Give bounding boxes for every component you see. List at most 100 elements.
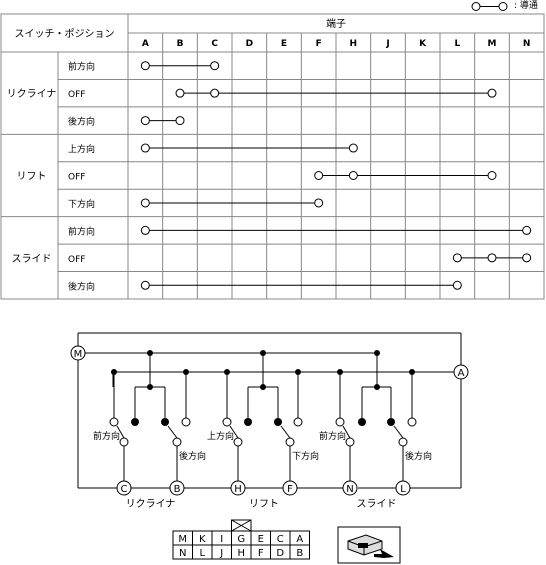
closed-contact xyxy=(131,418,139,426)
conduction-node-L xyxy=(452,280,462,290)
connector-pin-D: D xyxy=(276,548,284,559)
legend: : 導通 xyxy=(470,0,546,13)
connector-pin-B: B xyxy=(296,548,303,559)
connector-view-icon xyxy=(337,526,401,564)
terminal-H xyxy=(230,480,246,496)
switch-label-back: 後方向 xyxy=(179,450,206,462)
conduction-node-C xyxy=(210,61,220,71)
terminal-L xyxy=(395,480,411,496)
switch-blade xyxy=(229,425,239,439)
connector-pin-G: G xyxy=(237,534,245,545)
group-label: リクライナ xyxy=(7,88,57,100)
position-label: 上方向 xyxy=(68,143,95,155)
group-label: リクライナ xyxy=(126,498,176,510)
group-label: スライド xyxy=(12,253,52,265)
switch-blade xyxy=(342,425,351,439)
terminal-header-C: C xyxy=(211,39,218,49)
terminal-header-K: K xyxy=(419,39,427,49)
conduction-node-F xyxy=(314,171,324,180)
terminal-header-L: L xyxy=(454,39,460,49)
conduction-node-B xyxy=(175,116,185,126)
connector-pin-I: I xyxy=(220,534,223,545)
conduction-node-L xyxy=(452,253,462,263)
connector-pin-K: K xyxy=(199,534,206,545)
terminal-header-F: F xyxy=(316,39,322,49)
switch-label-front: 前方向 xyxy=(319,430,346,442)
conduction-node-C xyxy=(210,88,220,98)
legend-label: : 導通 xyxy=(514,1,538,11)
terminal-header-E: E xyxy=(281,39,287,49)
terminal-header-B: B xyxy=(177,39,184,49)
switch-label-back: 後方向 xyxy=(405,450,432,462)
connector-pin-C: C xyxy=(277,534,284,545)
junction-dot xyxy=(337,369,343,375)
closed-contact xyxy=(244,418,252,426)
terminal-N-label: N xyxy=(346,484,353,495)
terminal-F xyxy=(282,480,298,496)
switch-blade xyxy=(116,425,125,439)
conduction-node-A xyxy=(140,61,150,71)
terminal-H-label: H xyxy=(234,484,242,495)
switch-label-front: 前方向 xyxy=(93,430,120,442)
conduction-node-A xyxy=(140,198,150,208)
position-label: 下方向 xyxy=(68,198,95,210)
terminal-N xyxy=(342,480,358,496)
conduction-node-M xyxy=(487,88,497,98)
group-label: リフト xyxy=(17,172,47,183)
icon-connector-face xyxy=(358,543,368,548)
position-label: OFF xyxy=(68,173,85,183)
connector-pin-M: M xyxy=(178,534,187,545)
header-terminal: 端子 xyxy=(326,17,346,30)
terminal-F-label: F xyxy=(287,484,293,495)
terminal-B-label: B xyxy=(174,484,181,495)
terminal-header-N: N xyxy=(523,39,531,49)
conduction-node-A xyxy=(140,116,150,126)
switch-blade xyxy=(280,425,291,439)
junction-dot xyxy=(374,350,380,356)
closed-contact xyxy=(387,418,395,426)
conduction-node-H xyxy=(348,143,358,153)
closed-contact xyxy=(274,418,282,426)
conduction-node-A xyxy=(140,280,150,290)
open-contact xyxy=(335,417,345,427)
junction-dot xyxy=(260,350,266,356)
junction-dot xyxy=(183,369,189,375)
header-switch-position: スイッチ・ポジション xyxy=(15,28,115,40)
terminal-header-H: H xyxy=(350,39,358,49)
conduction-node-B xyxy=(175,88,185,98)
terminal-M xyxy=(70,345,86,361)
connector-lock-key-mark xyxy=(231,519,252,532)
position-label: 後方向 xyxy=(68,280,95,292)
switch-blade xyxy=(167,425,178,439)
junction-dot xyxy=(409,369,415,375)
switch-blade xyxy=(393,425,404,439)
icon-arrow xyxy=(374,549,394,558)
junction-dot xyxy=(224,369,230,375)
terminal-header-J: J xyxy=(385,39,389,49)
open-contact xyxy=(293,417,303,427)
position-label: 前方向 xyxy=(68,61,95,73)
connector-pin-A: A xyxy=(296,534,303,545)
conduction-node-M xyxy=(487,253,497,263)
closed-contact xyxy=(358,418,366,426)
conduction-node-A xyxy=(140,143,150,153)
conduction-node-N xyxy=(522,225,532,235)
position-label: OFF xyxy=(68,90,85,100)
open-contact xyxy=(181,417,191,427)
conduction-node-N xyxy=(522,253,532,263)
terminal-M-label: M xyxy=(74,349,83,360)
closed-contact xyxy=(161,418,169,426)
group-label: スライド xyxy=(357,498,397,510)
conduction-node-F xyxy=(314,198,324,208)
position-label: 前方向 xyxy=(68,225,95,237)
connector-pin-F: F xyxy=(258,548,264,559)
terminal-B xyxy=(169,480,185,496)
connector-pin-N: N xyxy=(179,548,186,559)
terminal-header-M: M xyxy=(488,39,497,49)
position-label: OFF xyxy=(68,255,85,265)
connector-pin-J: J xyxy=(219,548,223,559)
terminal-A-label: A xyxy=(458,368,465,379)
switch-label-front: 上方向 xyxy=(207,430,234,442)
